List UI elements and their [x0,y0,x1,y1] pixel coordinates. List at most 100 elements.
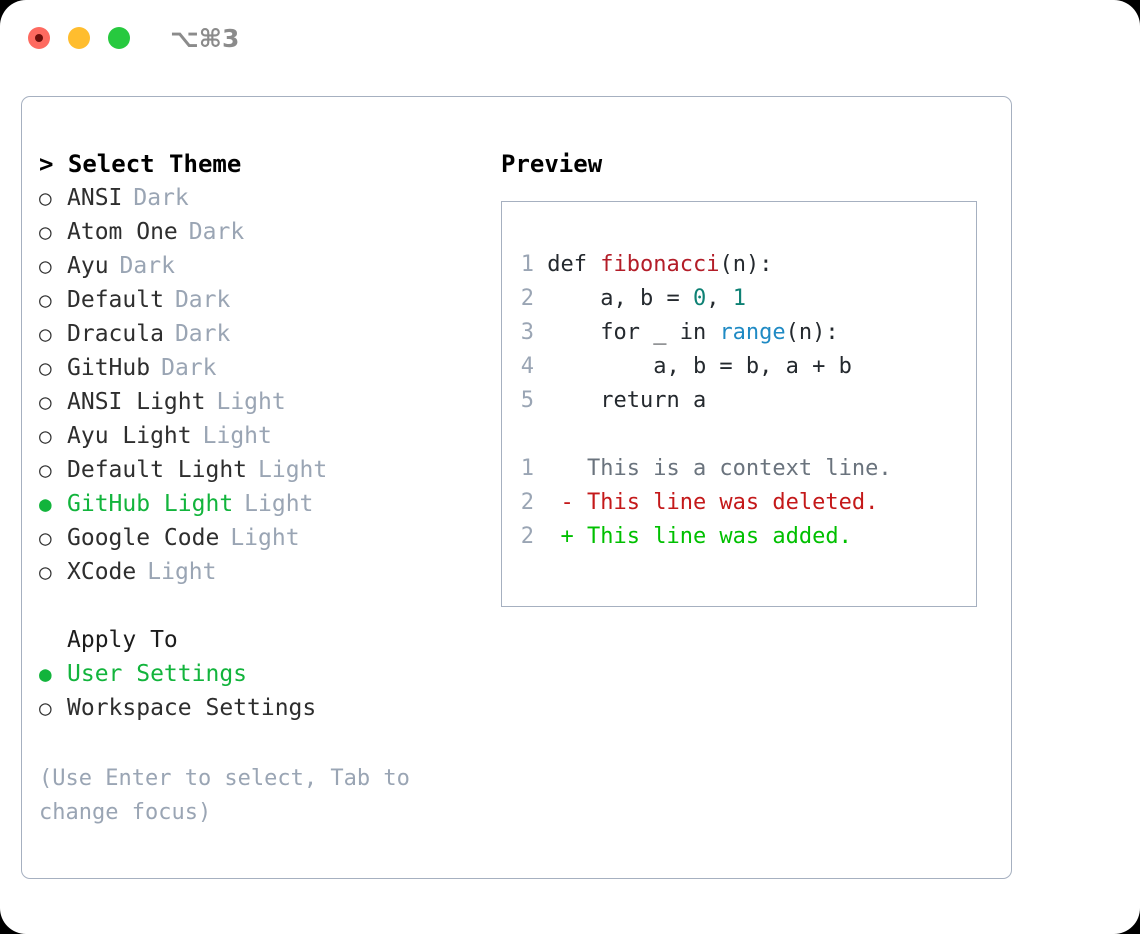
theme-option-label: Ayu Light [67,423,192,449]
line-number: 3 [520,320,534,345]
theme-option-label: Default Light [67,457,248,483]
theme-option-label: ANSI Light [67,389,206,415]
window-controls [28,27,130,49]
code-line: 1 This is a context line. [518,452,892,486]
code-diff-separator [518,418,892,452]
radio-unselected-icon: ○ [39,390,52,414]
keyboard-hint-text: (Use Enter to select, Tab to change focu… [39,766,410,825]
theme-variant-tag: Dark [174,287,231,313]
line-number: 4 [520,354,534,379]
apply-to-section: Apply To ● User Settings ○ Workspace Settin… [39,623,479,725]
radio-unselected-icon: ○ [39,560,52,584]
radio-unselected-icon: ○ [39,696,52,720]
radio-selected-icon: ● [39,662,52,686]
close-button[interactable] [28,27,50,49]
code-line: 5 return a [518,384,892,418]
theme-option-label: Google Code [67,525,220,551]
theme-variant-tag: Dark [188,219,245,245]
theme-option-label: ANSI [67,185,123,211]
line-number: 1 [520,252,534,277]
theme-option-google-code[interactable]: ○ Google Code Light [39,521,479,555]
code-token-plain: a, b = b, a + b [547,354,852,379]
code-token-plain: (n): [785,320,839,345]
radio-unselected-icon: ○ [39,526,52,550]
theme-option-label: Default [67,287,164,313]
maximize-button[interactable] [108,27,130,49]
gutter-space [534,490,547,515]
apply-to-option-label: Workspace Settings [67,695,317,721]
select-theme-heading: > Select Theme [39,150,242,178]
code-token-plain: a, b = [547,286,693,311]
theme-option-label: Atom One [67,219,178,245]
theme-option-xcode[interactable]: ○ XCode Light [39,555,479,589]
theme-variant-tag: Light [147,559,217,585]
code-line: 2 + This line was added. [518,520,892,554]
theme-option-dracula[interactable]: ○ Dracula Dark [39,317,479,351]
code-line: 3 for _ in range(n): [518,316,892,350]
code-line: 4 a, b = b, a + b [518,350,892,384]
theme-variant-tag: Dark [174,321,231,347]
theme-option-ansi[interactable]: ○ ANSI Dark [39,181,479,215]
code-token-del: - This line was deleted. [547,490,879,515]
theme-option-label: XCode [67,559,137,585]
line-number: 2 [520,286,534,311]
code-token-num: 1 [732,286,746,311]
code-token-ctx: This is a context line. [547,456,892,481]
code-token-plain: for _ in [547,320,720,345]
title-bar: ⌥⌘3 [0,0,1140,76]
code-line: 2 a, b = 0, 1 [518,282,892,316]
radio-unselected-icon: ○ [39,220,52,244]
line-number: 2 [520,490,534,515]
gutter-space [534,354,547,379]
apply-to-option-user-settings[interactable]: ● User Settings [39,657,479,691]
apply-to-option-list[interactable]: ● User Settings ○ Workspace Settings [39,657,479,725]
theme-option-label: Ayu [67,253,109,279]
radio-unselected-icon: ○ [39,356,52,380]
line-number: 1 [520,456,534,481]
gutter-space [534,524,547,549]
code-line: 2 - This line was deleted. [518,486,892,520]
radio-unselected-icon: ○ [39,424,52,448]
radio-unselected-icon: ○ [39,322,52,346]
code-token-add: + This line was added. [547,524,852,549]
preview-column: Preview 1 def fibonacci(n):2 a, b = 0, 1… [501,147,991,607]
theme-variant-tag: Light [230,525,300,551]
radio-selected-icon: ● [39,492,52,516]
code-line: 1 def fibonacci(n): [518,248,892,282]
apply-to-heading: Apply To [67,627,178,653]
gutter-space [534,252,547,277]
preview-heading: Preview [501,150,603,178]
code-token-plain: , [706,286,733,311]
theme-variant-tag: Dark [119,253,175,279]
code-token-plain: return a [547,388,707,413]
code-token-builtin: range [719,320,786,345]
apply-to-option-label: User Settings [67,661,248,687]
theme-variant-tag: Dark [161,355,217,381]
line-number: 5 [520,388,534,413]
radio-unselected-icon: ○ [39,186,52,210]
keyboard-shortcut-label: ⌥⌘3 [170,24,240,53]
code-token-plain: (n): [719,252,773,277]
gutter-space [534,320,547,345]
minimize-button[interactable] [68,27,90,49]
radio-unselected-icon: ○ [39,254,52,278]
theme-option-label: Dracula [67,321,164,347]
apply-to-option-workspace-settings[interactable]: ○ Workspace Settings [39,691,479,725]
gutter-space [534,456,547,481]
theme-option-atom-one[interactable]: ○ Atom One Dark [39,215,479,249]
theme-variant-tag: Dark [133,185,189,211]
code-token-plain: def [547,252,601,277]
line-number: 2 [520,524,534,549]
theme-option-ayu[interactable]: ○ Ayu Dark [39,249,479,283]
